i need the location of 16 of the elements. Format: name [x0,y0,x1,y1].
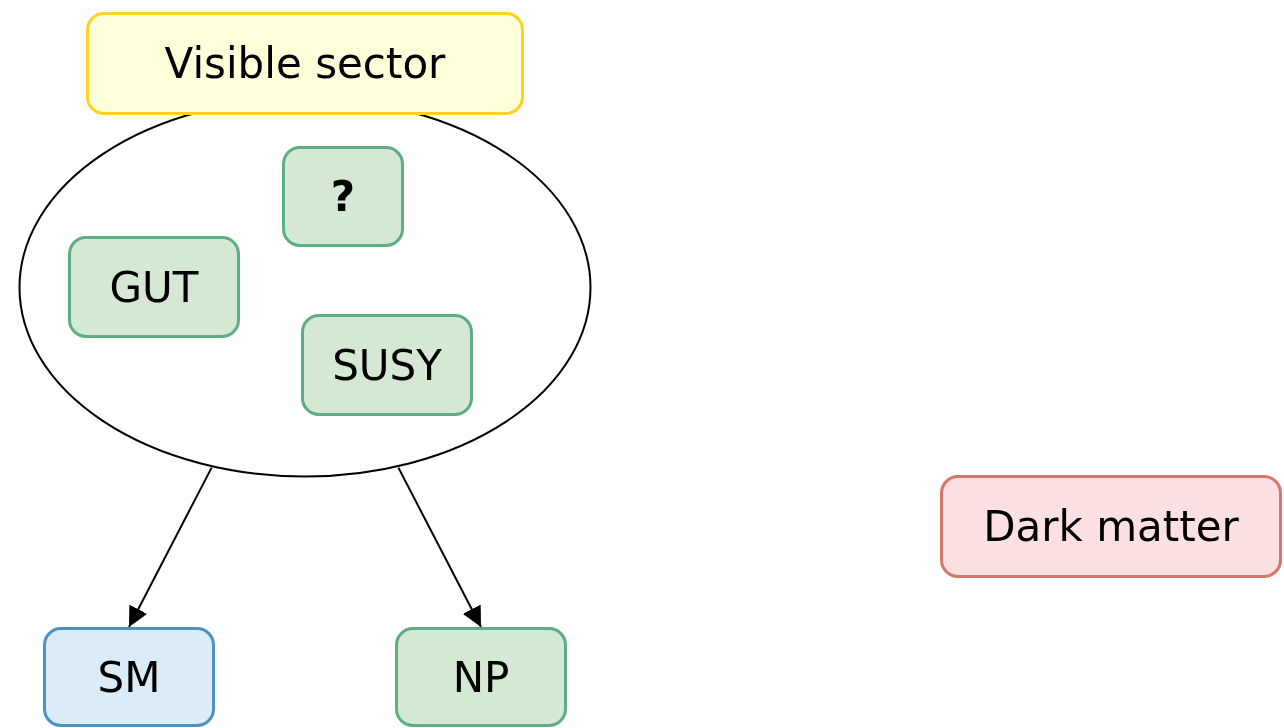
arrow [397,466,482,628]
box-label: ? [330,172,356,221]
box-label: SM [97,652,161,702]
rounded-box [395,627,567,727]
arrow [128,466,213,628]
rounded-box [940,475,1282,578]
rounded-box [43,627,215,727]
box-label: Visible sector [164,39,446,88]
rounded-box [86,12,524,115]
rounded-box [301,314,473,416]
box-label: NP [452,652,510,702]
box-label: SUSY [332,340,442,390]
rounded-box [68,236,240,338]
box-label: GUT [109,262,199,312]
rounded-box [282,146,404,247]
box-label: Dark matter [983,502,1239,551]
